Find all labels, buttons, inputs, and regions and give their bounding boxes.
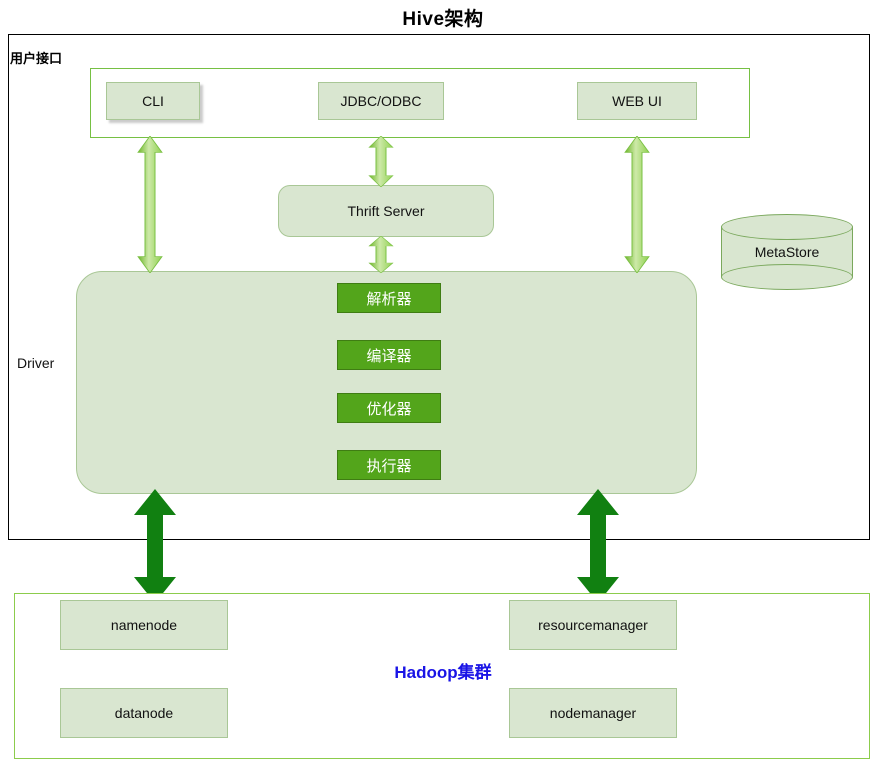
arrow-driver-resourcemanager-icon — [576, 489, 620, 603]
stage-parser-label: 解析器 — [366, 290, 412, 308]
stage-executor-label: 执行器 — [366, 457, 412, 475]
node-thrift-server[interactable]: Thrift Server — [278, 185, 494, 237]
driver-label: Driver — [17, 355, 55, 371]
node-jdbc-odbc-label: JDBC/ODBC — [340, 93, 422, 109]
hadoop-cluster-label: Hadoop集群 — [394, 663, 492, 682]
node-web-ui-label: WEB UI — [612, 93, 662, 109]
stage-optimizer[interactable]: 优化器 — [337, 393, 441, 423]
stage-compiler-label: 编译器 — [366, 347, 412, 365]
node-namenode-label: namenode — [110, 617, 178, 633]
node-cli-label: CLI — [142, 93, 164, 109]
arrow-driver-namenode-icon — [133, 489, 177, 603]
cylinder-top-ellipse — [721, 214, 853, 240]
node-datanode[interactable]: datanode — [60, 688, 228, 738]
node-metastore-label: MetaStore — [754, 244, 820, 260]
stage-executor[interactable]: 执行器 — [337, 450, 441, 480]
user-interface-label: 用户接口 — [10, 51, 63, 66]
node-jdbc-odbc[interactable]: JDBC/ODBC — [318, 82, 444, 120]
node-nodemanager[interactable]: nodemanager — [509, 688, 677, 738]
node-metastore[interactable]: MetaStore — [721, 214, 853, 290]
node-thrift-server-label: Thrift Server — [347, 203, 425, 219]
arrow-thrift-driver-icon — [368, 236, 394, 273]
cylinder-bottom-ellipse — [721, 264, 853, 290]
arrow-cli-driver-icon — [137, 136, 163, 273]
stage-compiler[interactable]: 编译器 — [337, 340, 441, 370]
arrow-webui-driver-icon — [624, 136, 650, 273]
node-nodemanager-label: nodemanager — [549, 705, 637, 721]
page-title: Hive架构 — [402, 9, 484, 30]
node-resourcemanager[interactable]: resourcemanager — [509, 600, 677, 650]
node-datanode-label: datanode — [114, 705, 174, 721]
stage-parser[interactable]: 解析器 — [337, 283, 441, 313]
node-cli[interactable]: CLI — [106, 82, 200, 120]
node-web-ui[interactable]: WEB UI — [577, 82, 697, 120]
arrow-jdbc-thrift-icon — [368, 136, 394, 187]
user-interface-group-box — [90, 68, 750, 138]
node-resourcemanager-label: resourcemanager — [538, 617, 648, 633]
stage-optimizer-label: 优化器 — [366, 400, 412, 418]
node-namenode[interactable]: namenode — [60, 600, 228, 650]
